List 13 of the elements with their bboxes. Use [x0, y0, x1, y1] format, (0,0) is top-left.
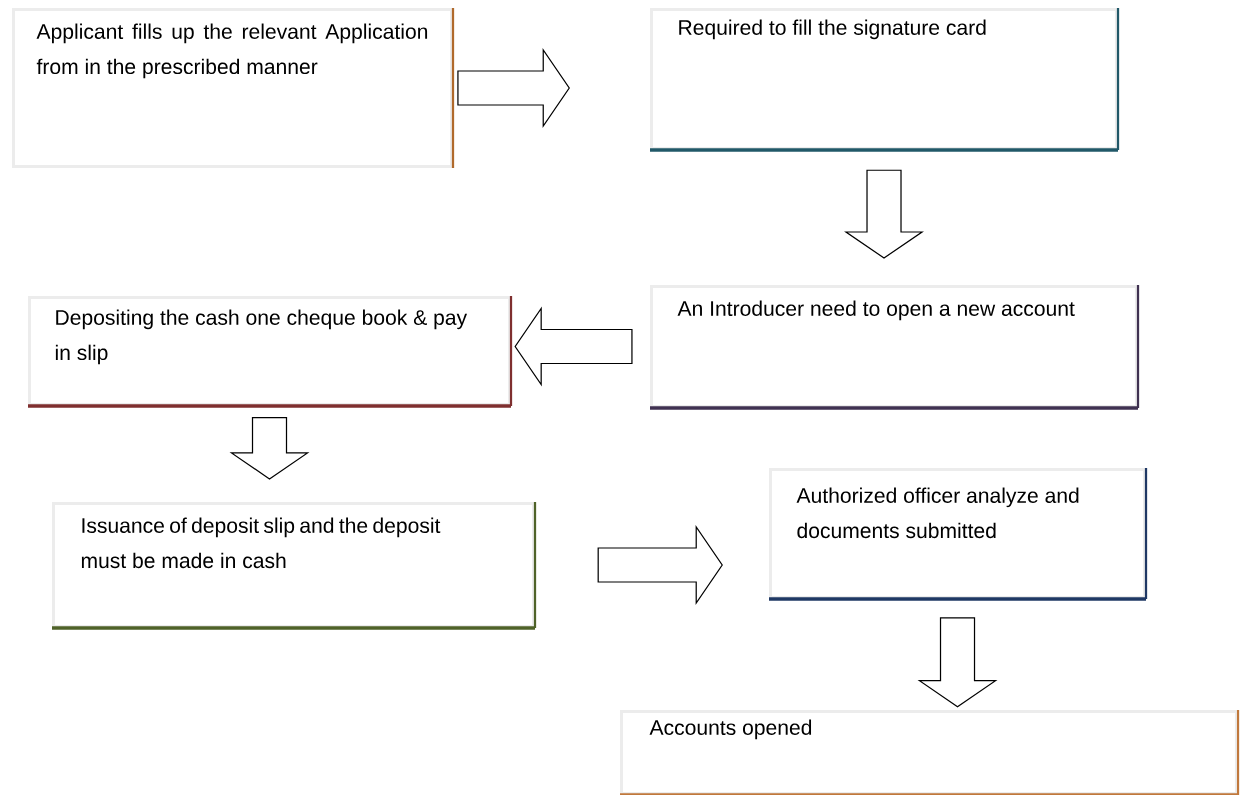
- block-arrow: [514, 306, 633, 387]
- process-box: Authorized officer analyze and documents submitted: [769, 468, 1148, 601]
- block-arrow: [457, 48, 570, 128]
- block-arrow: [917, 617, 998, 708]
- process-box: An Introducer need to open a new account: [650, 285, 1140, 410]
- process-box: Issuance of deposit slip and the deposit must be made in cash: [52, 502, 537, 630]
- block-arrow: [229, 416, 310, 480]
- process-box: Accounts opened: [620, 710, 1240, 795]
- block-arrow: [844, 169, 924, 259]
- block-arrow: [597, 525, 723, 605]
- process-box: Depositing the cash one cheque book & pay in slip: [28, 296, 513, 408]
- process-box: Applicant fills up the relevant Application from in the prescribed manner: [12, 8, 455, 168]
- process-box: Required to fill the signature card: [650, 8, 1120, 152]
